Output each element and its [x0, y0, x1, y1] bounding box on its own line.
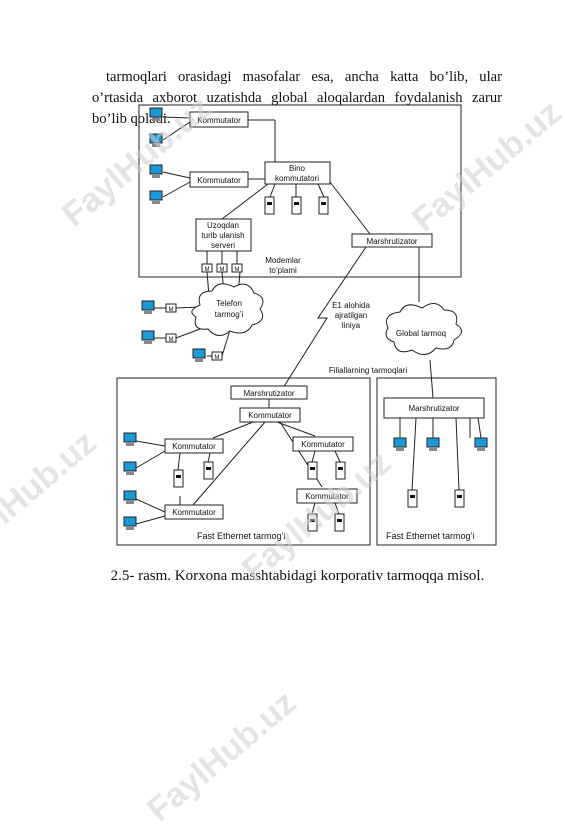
branch1-switch-c-label: Kommutator [305, 492, 349, 501]
branch1-switch-main [239, 407, 301, 423]
building-switch-label-2: kommutatori [275, 174, 319, 183]
hq-router-label: Marshrutizator [366, 237, 417, 246]
hq-network-boundary [138, 104, 462, 278]
branches-label: Filiallarning tarmoqlari [329, 366, 407, 375]
branch1-switch-b [292, 436, 354, 452]
hq-switch-1 [189, 111, 249, 128]
remote-server-label-3: serveri [211, 241, 235, 250]
modem-label: M [205, 267, 210, 273]
branch1-net-label: Fast Ethernet tarmog’i [197, 531, 286, 541]
remote-access-server [195, 218, 252, 252]
branch1-switch-c [296, 488, 358, 504]
modem-label: M [235, 267, 240, 273]
branch1-switch-d [164, 504, 224, 520]
branch1-switch-b-label: Kommutator [301, 440, 345, 449]
corporate-network-diagram: M M M M M M Kommutator Kommutator Bino k… [116, 104, 497, 546]
branch2-router [383, 397, 485, 419]
modems-label-2: to’plami [269, 266, 297, 275]
e1-label-1: E1 alohida [332, 301, 370, 310]
building-switch-label-1: Bino [289, 164, 306, 173]
branch1-switch-a-label: Kommutator [172, 442, 216, 451]
branch1-boundary [116, 377, 371, 546]
building-switch [264, 161, 331, 185]
branch2-net-label: Fast Ethernet tarmog’i [386, 531, 475, 541]
e1-label-3: liniya [342, 321, 361, 330]
modem-label: M [215, 355, 220, 361]
hq-switch-2 [189, 171, 249, 188]
hq-switch-1-label: Kommutator [197, 116, 241, 125]
branch1-switch-a [164, 438, 224, 454]
modem-label: M [169, 337, 174, 343]
phone-net-label-2: tarmog’i [215, 310, 244, 319]
modem-label: M [220, 267, 225, 273]
e1-label-2: ajratilgan [335, 311, 367, 320]
modems-label-1: Modemlar [265, 256, 301, 265]
modem-label: M [169, 307, 174, 313]
phone-network-cloud [191, 283, 264, 336]
hq-switch-2-label: Kommutator [197, 176, 241, 185]
branch1-router-label: Marshrutizator [243, 389, 294, 398]
branch2-boundary [376, 377, 497, 546]
hq-router [351, 233, 433, 248]
figure-caption: 2.5- rasm. Korxona masshtabidagi korpora… [110, 568, 485, 584]
global-network-cloud [385, 303, 462, 355]
body-paragraph: tarmoqlari orasidagi masofalar esa, anch… [92, 68, 502, 127]
branch1-router [230, 385, 308, 400]
branch2-router-label: Marshrutizator [408, 404, 459, 413]
branch1-switch-d-label: Kommutator [172, 508, 216, 517]
branch1-switch-main-label: Kommutator [248, 411, 292, 420]
remote-server-label-1: Uzoqdan [207, 221, 239, 230]
phone-net-label-1: Telefon [216, 299, 242, 308]
global-net-label: Global tarmoq [396, 329, 446, 338]
remote-server-label-2: turib ulanish [201, 231, 244, 240]
